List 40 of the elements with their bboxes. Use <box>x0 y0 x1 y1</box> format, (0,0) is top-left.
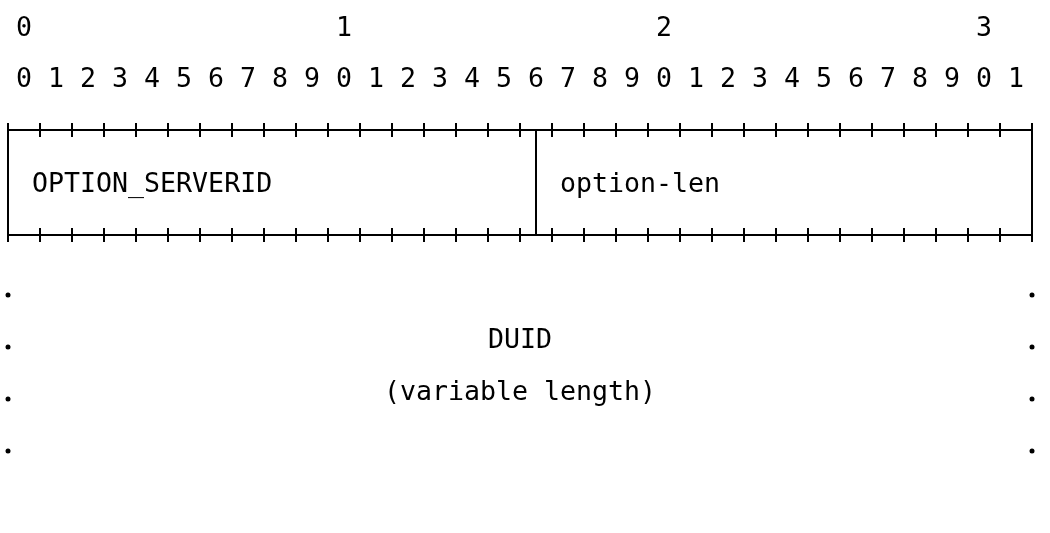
bit-number: 3 <box>976 12 992 42</box>
bit-number: 6 <box>208 63 224 93</box>
bit-number: 9 <box>304 63 320 93</box>
bit-number: 0 <box>656 63 672 93</box>
bit-number: 1 <box>336 12 352 42</box>
bit-number: 1 <box>688 63 704 93</box>
field-name: OPTION_SERVERID <box>32 168 273 198</box>
field-name: option-len <box>560 168 721 198</box>
bit-number: 3 <box>752 63 768 93</box>
bit-number: 9 <box>624 63 640 93</box>
bit-number: 1 <box>48 63 64 93</box>
bit-number: 7 <box>880 63 896 93</box>
bit-number: 1 <box>1008 63 1024 93</box>
bit-number: 5 <box>816 63 832 93</box>
bit-number: 5 <box>496 63 512 93</box>
bit-number: 4 <box>464 63 480 93</box>
bit-number: 0 <box>976 63 992 93</box>
bit-number: 4 <box>144 63 160 93</box>
bit-number: 7 <box>560 63 576 93</box>
bit-number: 0 <box>16 12 32 42</box>
bit-number: 8 <box>592 63 608 93</box>
bit-number: 0 <box>16 63 32 93</box>
field-name: DUID <box>488 324 552 354</box>
bit-number: 1 <box>368 63 384 93</box>
bit-number: 8 <box>272 63 288 93</box>
bit-number: 6 <box>528 63 544 93</box>
bit-number: 2 <box>720 63 736 93</box>
bit-number: 0 <box>336 63 352 93</box>
bit-number: 9 <box>944 63 960 93</box>
bit-number: 8 <box>912 63 928 93</box>
bit-number: 3 <box>112 63 128 93</box>
field-note: (variable length) <box>383 376 657 406</box>
bit-number: 3 <box>432 63 448 93</box>
bit-number: 4 <box>784 63 800 93</box>
bit-number: 5 <box>176 63 192 93</box>
bit-number: 7 <box>240 63 256 93</box>
bit-number: 2 <box>656 12 672 42</box>
bit-number: 6 <box>848 63 864 93</box>
bit-number: 2 <box>400 63 416 93</box>
bit-number: 2 <box>80 63 96 93</box>
